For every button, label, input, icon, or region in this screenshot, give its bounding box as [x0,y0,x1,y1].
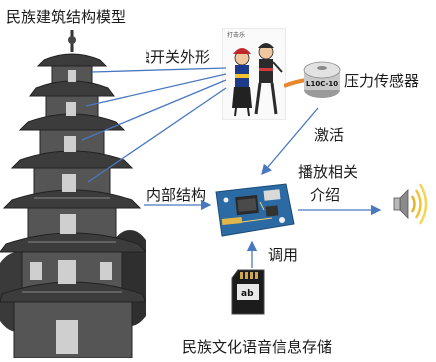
ethnic-figures-image: 打击乐 [221,27,287,121]
label-pressure-sensor: 压力传感器 [344,72,420,90]
pagoda-image [0,30,156,359]
label-activate: 激活 [314,126,345,144]
sd-card-image: ab [228,268,268,316]
label-play-intro-line1: 播放相关 [298,163,359,181]
label-call: 调用 [268,246,299,264]
circuit-board-image [212,182,296,238]
sd-card-text: ab [241,289,254,299]
pressure-sensor-image: L10C-10 [283,56,342,106]
label-storage: 民族文化语音信息存储 [182,338,333,356]
sensor-marking: L10C-10 [306,80,338,88]
diagram-title: 民族建筑结构模型 [6,8,127,26]
label-internal-structure: 内部结构 [146,186,207,204]
figures-caption: 打击乐 [227,31,245,39]
label-play-intro-line2: 介绍 [310,186,341,204]
speaker-icon [384,176,432,232]
